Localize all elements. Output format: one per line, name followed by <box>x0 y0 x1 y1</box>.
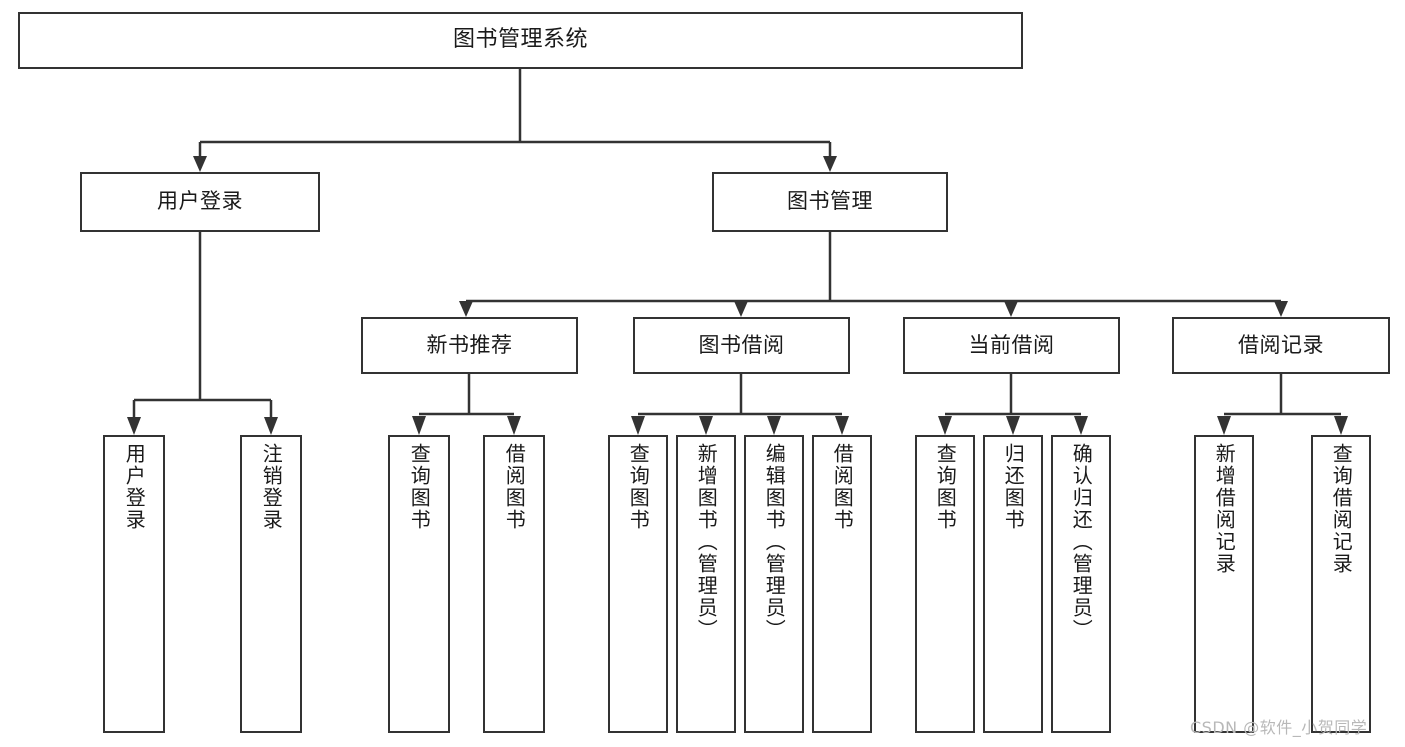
node-leaf-query-book-1-label: 查询图书 <box>407 443 432 531</box>
node-user-login[interactable]: 用户登录 <box>80 172 320 232</box>
arrowhead-level3 <box>459 301 1288 317</box>
arrowhead-userlogin-leaves <box>127 417 278 435</box>
node-borrow-record[interactable]: 借阅记录 <box>1172 317 1390 374</box>
node-leaf-query-book-2-label: 查询图书 <box>626 443 651 531</box>
node-current-borrow-label: 当前借阅 <box>968 332 1055 357</box>
node-leaf-user-logout[interactable]: 注销登录 <box>240 435 302 733</box>
arrowhead-bookborrow-leaves <box>631 416 849 435</box>
edge-newbook-to-leaves <box>419 374 514 416</box>
node-leaf-user-logout-label: 注销登录 <box>259 443 284 531</box>
node-borrow-record-label: 借阅记录 <box>1238 332 1324 357</box>
node-leaf-user-login-label: 用户登录 <box>122 443 147 531</box>
node-root-label: 图书管理系统 <box>452 27 588 53</box>
node-leaf-query-book-3[interactable]: 查询图书 <box>915 435 975 733</box>
node-book-borrow-label: 图书借阅 <box>698 332 785 357</box>
edge-borrowrecord-to-leaves <box>1224 374 1341 416</box>
node-leaf-borrow-book-1[interactable]: 借阅图书 <box>483 435 545 733</box>
node-leaf-query-book-1[interactable]: 查询图书 <box>388 435 450 733</box>
node-leaf-return-book[interactable]: 归还图书 <box>983 435 1043 733</box>
node-leaf-borrow-book-2[interactable]: 借阅图书 <box>812 435 872 733</box>
node-leaf-query-book-2[interactable]: 查询图书 <box>608 435 668 733</box>
node-leaf-edit-book-label: 编辑图书（管理员） <box>762 443 787 641</box>
edge-currentborrow-to-leaves <box>945 374 1081 416</box>
node-leaf-user-login[interactable]: 用户登录 <box>103 435 165 733</box>
node-leaf-borrow-book-1-label: 借阅图书 <box>502 443 527 531</box>
node-book-borrow[interactable]: 图书借阅 <box>633 317 850 374</box>
node-leaf-add-record-label: 新增借阅记录 <box>1212 443 1237 575</box>
node-book-management-label: 图书管理 <box>787 189 873 214</box>
node-book-management[interactable]: 图书管理 <box>712 172 948 232</box>
node-leaf-edit-book[interactable]: 编辑图书（管理员） <box>744 435 804 733</box>
node-leaf-add-record[interactable]: 新增借阅记录 <box>1194 435 1254 733</box>
node-leaf-add-book-label: 新增图书（管理员） <box>694 443 719 641</box>
node-leaf-return-book-label: 归还图书 <box>1001 443 1026 531</box>
node-current-borrow[interactable]: 当前借阅 <box>903 317 1120 374</box>
edge-userlogin-to-leaves <box>132 232 273 419</box>
arrowhead-borrowrecord-leaves <box>1217 416 1348 435</box>
arrowhead-newbook-leaves <box>412 416 521 435</box>
edge-bookmgmt-to-level3 <box>464 232 1283 303</box>
node-leaf-confirm-return-label: 确认归还（管理员） <box>1069 443 1094 641</box>
node-new-book-recommend-label: 新书推荐 <box>426 332 513 357</box>
arrowhead-level2 <box>193 156 837 172</box>
node-user-login-label: 用户登录 <box>157 189 243 214</box>
node-leaf-query-record[interactable]: 查询借阅记录 <box>1311 435 1371 733</box>
edge-bookborrow-to-leaves <box>638 374 842 416</box>
node-leaf-borrow-book-2-label: 借阅图书 <box>830 443 855 531</box>
node-leaf-add-book[interactable]: 新增图书（管理员） <box>676 435 736 733</box>
watermark-text: CSDN @软件_小贺同学 <box>1190 718 1368 737</box>
node-leaf-query-record-label: 查询借阅记录 <box>1329 443 1354 575</box>
node-leaf-confirm-return[interactable]: 确认归还（管理员） <box>1051 435 1111 733</box>
node-leaf-query-book-3-label: 查询图书 <box>933 443 958 531</box>
node-root[interactable]: 图书管理系统 <box>18 12 1023 69</box>
node-new-book-recommend[interactable]: 新书推荐 <box>361 317 578 374</box>
edge-root-to-level2 <box>198 69 832 160</box>
arrowhead-currentborrow-leaves <box>938 416 1088 435</box>
